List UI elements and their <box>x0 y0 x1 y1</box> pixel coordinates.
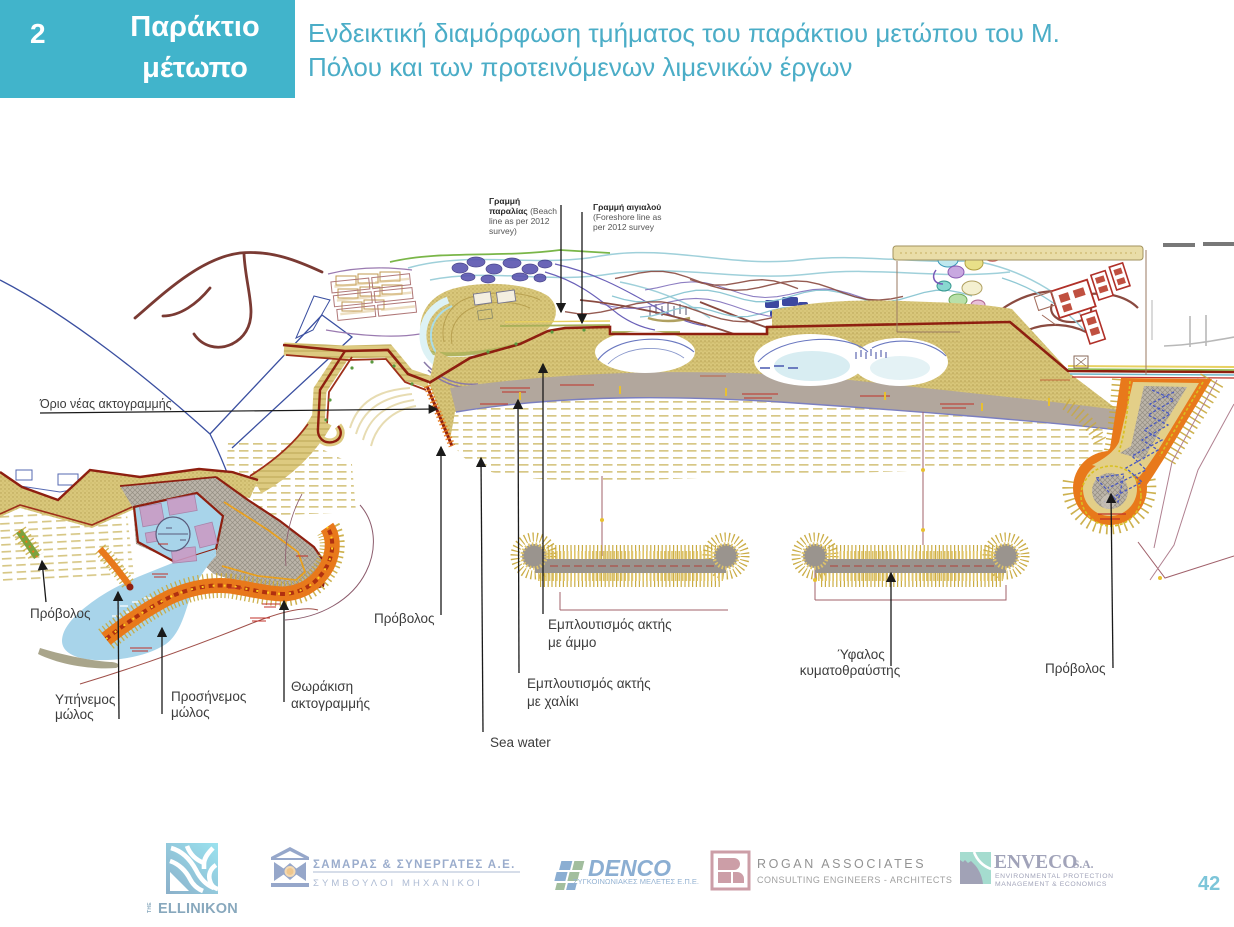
svg-text:ακτογραμμής: ακτογραμμής <box>291 696 371 711</box>
svg-text:survey): survey) <box>489 226 517 236</box>
svg-text:ΣΥΓΚΟΙΝΩΝΙΑΚΕΣ ΜΕΛΕΤΕΣ Ε.Π.Ε.: ΣΥΓΚΟΙΝΩΝΙΑΚΕΣ ΜΕΛΕΤΕΣ Ε.Π.Ε. <box>573 877 699 886</box>
svg-text:μώλος: μώλος <box>55 707 94 722</box>
svg-text:Πρόβολος: Πρόβολος <box>30 606 91 621</box>
svg-text:Πρόβολος: Πρόβολος <box>374 611 435 626</box>
svg-text:Υπήνεμος: Υπήνεμος <box>55 692 116 707</box>
svg-text:ELLINIKON: ELLINIKON <box>158 901 238 917</box>
svg-text:Όριο νέας ακτογραμμής: Όριο νέας ακτογραμμής <box>39 397 172 411</box>
svg-text:Γραμμή: Γραμμή <box>489 196 520 206</box>
svg-text:Προσήνεμος: Προσήνεμος <box>171 689 247 704</box>
svg-text:παραλίας (Beach: παραλίας (Beach <box>489 206 557 216</box>
svg-text:ΣΑΜΑΡΑΣ & ΣΥΝΕΡΓΑΤΕΣ Α.Ε.: ΣΑΜΑΡΑΣ & ΣΥΝΕΡΓΑΤΕΣ Α.Ε. <box>313 859 516 871</box>
svg-text:(Foreshore line as: (Foreshore line as <box>593 212 662 222</box>
svg-text:ROGAN ASSOCIATES: ROGAN ASSOCIATES <box>757 857 926 871</box>
svg-text:μώλος: μώλος <box>171 705 210 720</box>
svg-text:Εμπλουτισμός ακτής: Εμπλουτισμός ακτής <box>548 617 672 632</box>
svg-text:S.A.: S.A. <box>1073 859 1094 871</box>
svg-text:per 2012 survey: per 2012 survey <box>593 222 655 232</box>
svg-text:Ύφαλος: Ύφαλος <box>837 647 885 662</box>
svg-text:με άμμο: με άμμο <box>548 635 596 650</box>
svg-text:Sea water: Sea water <box>490 735 551 750</box>
svg-text:Πρόβολος: Πρόβολος <box>1045 661 1106 676</box>
svg-text:Θωράκιση: Θωράκιση <box>291 679 353 694</box>
svg-text:Γραμμή αιγιαλού: Γραμμή αιγιαλού <box>593 202 661 212</box>
svg-text:κυματοθραύστης: κυματοθραύστης <box>800 663 901 678</box>
svg-text:Εμπλουτισμός ακτής: Εμπλουτισμός ακτής <box>527 676 651 691</box>
svg-text:line as per 2012: line as per 2012 <box>489 216 550 226</box>
svg-text:ΣΥΜΒΟΥΛΟΙ ΜΗΧΑΝΙΚΟΙ: ΣΥΜΒΟΥΛΟΙ ΜΗΧΑΝΙΚΟΙ <box>313 878 483 889</box>
svg-text:με χαλίκι: με χαλίκι <box>527 694 579 709</box>
svg-text:ENVIRONMENTAL PROTECTION: ENVIRONMENTAL PROTECTION <box>995 873 1114 880</box>
svg-text:CONSULTING ENGINEERS - ARCHITE: CONSULTING ENGINEERS - ARCHITECTS <box>757 875 952 885</box>
svg-text:ENVECO: ENVECO <box>994 852 1077 873</box>
svg-text:MANAGEMENT & ECONOMICS: MANAGEMENT & ECONOMICS <box>995 881 1107 888</box>
svg-text:DENCO: DENCO <box>588 855 671 881</box>
svg-text:THE: THE <box>147 902 153 913</box>
